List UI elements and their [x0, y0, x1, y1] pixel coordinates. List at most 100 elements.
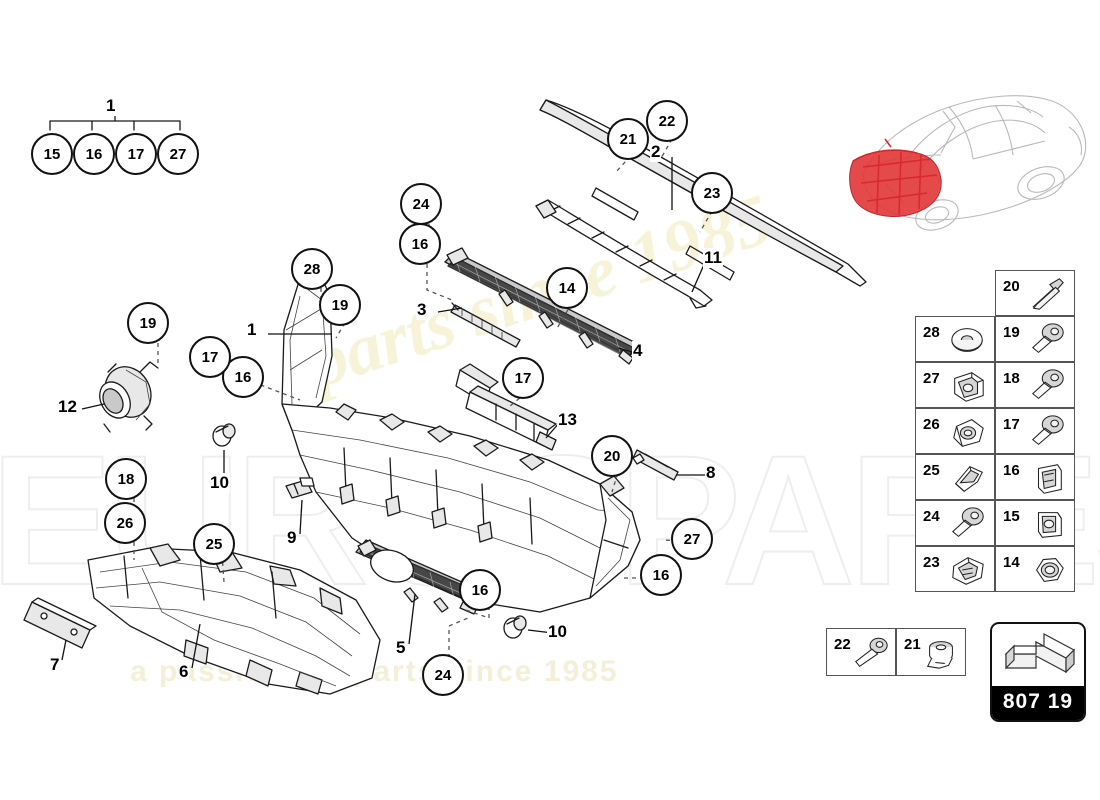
clip-bracket-icon — [954, 372, 984, 402]
callout-1[interactable]: 1 — [246, 320, 258, 340]
part-10a-grommet — [212, 423, 236, 447]
vehicle-thumbnail — [845, 55, 1095, 270]
callout-18[interactable]: 18 — [105, 458, 147, 500]
part-8-strip — [632, 449, 679, 481]
callout-23[interactable]: 23 — [691, 172, 733, 214]
callout-21[interactable]: 21 — [607, 118, 649, 160]
callout-16[interactable]: 16 — [640, 554, 682, 596]
callout-27[interactable]: 27 — [671, 518, 713, 560]
fastener-legend-table: 20 28 19 27 18 — [915, 270, 1075, 600]
legend-cell-16[interactable]: 16 — [995, 454, 1075, 500]
callout-16[interactable]: 16 — [459, 569, 501, 611]
washer-icon — [951, 328, 983, 352]
legend-number: 24 — [923, 508, 940, 525]
legend-cell-25[interactable]: 25 — [915, 454, 995, 500]
callout-16[interactable]: 16 — [73, 133, 115, 175]
retainer-clip-icon — [1037, 512, 1062, 538]
callout-1[interactable]: 1 — [105, 96, 117, 116]
legend-icon-wrap — [947, 505, 989, 543]
legend-number: 23 — [923, 554, 940, 571]
legend-number: 28 — [923, 324, 940, 341]
callout-15[interactable]: 15 — [31, 133, 73, 175]
callout-17[interactable]: 17 — [502, 357, 544, 399]
bracket-clip-icon — [952, 557, 984, 585]
callout-28[interactable]: 28 — [291, 248, 333, 290]
callout-24[interactable]: 24 — [422, 654, 464, 696]
screw-icon — [855, 637, 888, 668]
callout-19[interactable]: 19 — [319, 284, 361, 326]
part-12-sensor-housing — [99, 361, 159, 433]
callout-7[interactable]: 7 — [49, 655, 61, 675]
legend-number: 20 — [1003, 278, 1020, 295]
legend-cell-20[interactable]: 20 — [995, 270, 1075, 316]
callout-26[interactable]: 26 — [104, 502, 146, 544]
legend-icon-wrap — [1027, 505, 1069, 543]
legend-number: 21 — [904, 636, 921, 653]
part-9-clip — [285, 477, 315, 499]
callout-9[interactable]: 9 — [286, 528, 298, 548]
legend-number: 27 — [923, 370, 940, 387]
small-legend-cell-22[interactable]: 22 — [826, 628, 896, 676]
callout-13[interactable]: 13 — [557, 410, 578, 430]
callout-19[interactable]: 19 — [127, 302, 169, 344]
callout-17[interactable]: 17 — [115, 133, 157, 175]
part-7-bracket-strip — [23, 597, 97, 649]
legend-number: 19 — [1003, 324, 1020, 341]
part-13-bracket — [455, 363, 557, 451]
callout-10[interactable]: 10 — [547, 622, 568, 642]
callout-8[interactable]: 8 — [705, 463, 717, 483]
legend-icon-wrap — [947, 413, 989, 451]
legend-cell-24[interactable]: 24 — [915, 500, 995, 546]
callout-6[interactable]: 6 — [178, 662, 190, 682]
legend-icon-wrap — [1027, 551, 1069, 589]
part-14-mesh-grille — [444, 247, 639, 365]
legend-cell-23[interactable]: 23 — [915, 546, 995, 592]
bolt-icon — [1032, 369, 1064, 400]
callout-17[interactable]: 17 — [189, 336, 231, 378]
callout-14[interactable]: 14 — [546, 267, 588, 309]
badge-part-number: 807 19 — [992, 686, 1084, 720]
callout-20[interactable]: 20 — [591, 435, 633, 477]
legend-icon-wrap — [947, 551, 989, 589]
arrow-icon — [992, 624, 1084, 686]
rivet-icon — [1032, 278, 1064, 310]
legend-icon-wrap — [850, 634, 892, 672]
callout-12[interactable]: 12 — [57, 397, 78, 417]
legend-cell-17[interactable]: 17 — [995, 408, 1075, 454]
clip-icon — [954, 465, 983, 492]
legend-icon-wrap — [947, 459, 989, 497]
legend-cell-27[interactable]: 27 — [915, 362, 995, 408]
part-10b-grommet — [503, 615, 527, 639]
part-number-badge[interactable]: 807 19 — [990, 622, 1086, 722]
legend-cell-18[interactable]: 18 — [995, 362, 1075, 408]
callout-11[interactable]: 11 — [703, 248, 723, 268]
legend-cell-14[interactable]: 14 — [995, 546, 1075, 592]
part-11-reinforcement — [535, 199, 713, 309]
legend-number: 26 — [923, 416, 940, 433]
callout-5[interactable]: 5 — [395, 638, 407, 658]
callout-3[interactable]: 3 — [416, 300, 428, 320]
callout-2[interactable]: 2 — [650, 142, 662, 162]
legend-icon-wrap — [1027, 413, 1069, 451]
legend-cell-19[interactable]: 19 — [995, 316, 1075, 362]
legend-number: 22 — [834, 636, 851, 653]
nut-assembly-icon — [926, 641, 953, 669]
legend-icon-wrap — [1027, 275, 1069, 313]
legend-number: 14 — [1003, 554, 1020, 571]
legend-number: 18 — [1003, 370, 1020, 387]
legend-number: 16 — [1003, 462, 1020, 479]
legend-number: 25 — [923, 462, 940, 479]
callout-22[interactable]: 22 — [646, 100, 688, 142]
callout-16[interactable]: 16 — [399, 223, 441, 265]
legend-cell-15[interactable]: 15 — [995, 500, 1075, 546]
part-1-bumper-cover — [281, 269, 641, 613]
callout-4[interactable]: 4 — [632, 341, 644, 361]
callout-27[interactable]: 27 — [157, 133, 199, 175]
small-legend-cell-21[interactable]: 21 — [896, 628, 966, 676]
callout-25[interactable]: 25 — [193, 523, 235, 565]
legend-cell-28[interactable]: 28 — [915, 316, 995, 362]
callout-24[interactable]: 24 — [400, 183, 442, 225]
legend-cell-26[interactable]: 26 — [915, 408, 995, 454]
callout-10[interactable]: 10 — [209, 473, 230, 493]
